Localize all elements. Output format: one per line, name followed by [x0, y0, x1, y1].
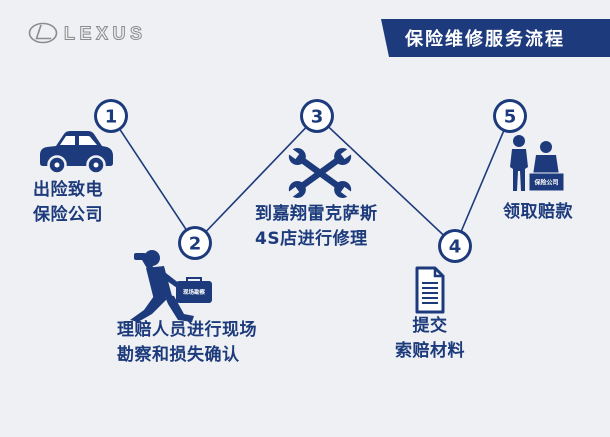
step-4-number: 4 [449, 237, 462, 258]
step-4-marker: 4 [438, 229, 472, 263]
lexus-logo: LEXUS [28, 22, 147, 44]
step-2-label-line-1: 理赔人员进行现场 [117, 320, 257, 340]
lexus-emblem-icon [28, 22, 58, 44]
step-4-label-line-1: 提交 [412, 316, 448, 336]
step-5-marker: 5 [493, 99, 527, 133]
office-sign-caption: 保险公司 [533, 179, 558, 187]
logo-wordmark: LEXUS [64, 24, 147, 44]
step-1-label-line-2: 保险公司 [33, 205, 103, 225]
step-4-label: 提交 索赔材料 [380, 314, 480, 364]
step-2-label-line-2: 勘察和损失确认 [117, 345, 240, 365]
step-2-label: 理赔人员进行现场 勘察和损失确认 [117, 318, 257, 368]
step-3-number: 3 [311, 107, 324, 128]
step-3-label: 到嘉翔雷克萨斯 4S店进行修理 [255, 202, 378, 252]
step-5-label-line-1: 领取赔款 [503, 202, 573, 222]
briefcase-caption: 现场勘察 [183, 288, 206, 296]
step-5-label: 领取赔款 [503, 200, 573, 225]
step-1-number: 1 [105, 107, 118, 128]
step-3-label-line-2: 4S店进行修理 [255, 229, 368, 249]
running-inspector-icon: 现场勘察 [130, 250, 212, 322]
insurance-office-icon: 保险公司 [510, 135, 565, 192]
step-1-label: 出险致电 保险公司 [33, 178, 103, 228]
step-4-label-line-2: 索赔材料 [395, 341, 465, 361]
page-title: 保险维修服务流程 [405, 29, 565, 50]
step-2-number: 2 [189, 234, 202, 255]
step-5-number: 5 [504, 107, 517, 128]
car-icon [40, 131, 113, 175]
step-3-marker: 3 [300, 99, 334, 133]
document-icon [415, 266, 445, 314]
step-2-marker: 2 [178, 226, 212, 260]
title-banner: 保险维修服务流程 [381, 19, 610, 57]
step-1-label-line-1: 出险致电 [33, 180, 103, 200]
crossed-wrenches-icon [288, 147, 352, 199]
step-1-marker: 1 [94, 99, 128, 133]
step-3-label-line-1: 到嘉翔雷克萨斯 [255, 204, 378, 224]
